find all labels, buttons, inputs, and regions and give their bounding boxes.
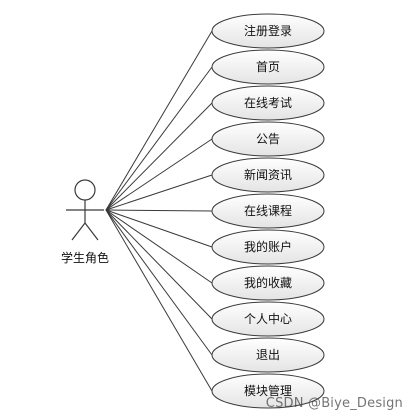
use-case-label: 公告 [256, 132, 280, 146]
use-case-ellipse [211, 301, 325, 337]
association-line [105, 138, 213, 211]
association-line [105, 174, 213, 211]
actor-right-leg-icon [84, 222, 99, 241]
association-line [105, 209, 213, 356]
use-case-label: 我的收藏 [244, 275, 292, 290]
use-case-ellipse [211, 157, 325, 193]
use-case-label: 个人中心 [244, 311, 292, 326]
use-case-ellipse [211, 373, 325, 409]
use-case: 模块管理 [211, 373, 325, 409]
use-case-label: 在线课程 [244, 203, 292, 218]
use-case-ellipse [211, 193, 325, 229]
association-line [105, 209, 213, 392]
use-case-label: 模块管理 [244, 383, 292, 398]
use-case-label: 注册登录 [244, 23, 292, 38]
use-case-label: 在线考试 [244, 95, 292, 110]
association-line [105, 102, 213, 211]
association-line [105, 209, 213, 212]
use-case-ellipse [211, 121, 325, 157]
association-line [105, 209, 213, 320]
association-line [105, 66, 213, 211]
association-line [105, 209, 213, 284]
use-case: 注册登录 [211, 13, 325, 49]
association-line [105, 209, 213, 248]
use-case-label: 我的账户 [244, 239, 292, 254]
association-lines [105, 30, 213, 392]
use-case: 我的账户 [211, 229, 325, 265]
use-case: 新闻资讯 [211, 157, 325, 193]
actor-label: 学生角色 [61, 250, 109, 265]
use-case-ellipse [211, 265, 325, 301]
actor-left-leg-icon [71, 222, 86, 241]
actor-head-icon [74, 179, 96, 201]
use-case-ellipse [211, 85, 325, 121]
use-case-ellipse [211, 49, 325, 85]
association-line [105, 30, 213, 211]
use-case: 退出 [211, 337, 325, 373]
watermark: CSDN @Biye_Design [265, 396, 403, 411]
use-case: 个人中心 [211, 301, 325, 337]
use-case-label: 退出 [256, 348, 280, 362]
use-case-label: 首页 [256, 60, 280, 74]
use-case-ellipse [211, 13, 325, 49]
use-case-ellipse [211, 337, 325, 373]
actor: 学生角色 [61, 179, 109, 265]
use-case: 公告 [211, 121, 325, 157]
use-case: 在线考试 [211, 85, 325, 121]
use-case: 我的收藏 [211, 265, 325, 301]
use-case-ellipse [211, 229, 325, 265]
use-case-label: 新闻资讯 [244, 167, 292, 182]
use-case: 在线课程 [211, 193, 325, 229]
use-case: 首页 [211, 49, 325, 85]
